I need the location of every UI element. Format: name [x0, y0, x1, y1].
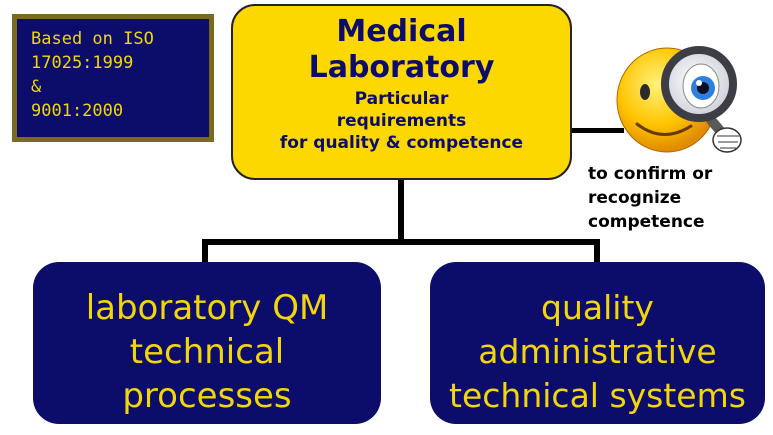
connector-horizontal: [202, 239, 600, 245]
right-box-line-1: quality: [541, 288, 654, 327]
quality-systems-box: quality administrative technical systems: [430, 262, 765, 424]
main-subtitle: Particular requirements for quality & co…: [233, 88, 570, 154]
iso-line-4: 9001:2000: [31, 101, 124, 121]
main-title-line-1: Medical: [336, 14, 467, 49]
iso-line-3: &: [31, 77, 42, 97]
main-subtitle-line-3: for quality & competence: [279, 133, 524, 153]
caption-line-2: recognize: [588, 188, 682, 208]
main-subtitle-line-1: Particular: [354, 89, 449, 109]
magnifying-smiley-icon: [616, 46, 742, 153]
main-subtitle-line-2: requirements: [336, 111, 467, 131]
connector-left-down: [202, 239, 208, 264]
competence-caption: to confirm or recognize competence: [588, 162, 768, 234]
left-box-line-3: processes: [122, 376, 292, 416]
left-box-line-2: technical: [129, 332, 285, 372]
main-title-line-2: Laboratory: [308, 50, 495, 85]
iso-line-2: 17025:1999: [31, 53, 134, 73]
connector-main-to-icon: [572, 128, 624, 133]
medical-laboratory-box: Medical Laboratory Particular requiremen…: [231, 4, 572, 180]
iso-standard-box: Based on ISO 17025:1999 & 9001:2000: [12, 14, 214, 142]
main-title: Medical Laboratory: [233, 14, 570, 86]
connector-main-down: [398, 180, 404, 242]
right-box-line-3: technical systems: [449, 376, 746, 415]
iso-line-1: Based on ISO: [31, 29, 154, 49]
caption-line-1: to confirm or: [588, 164, 713, 184]
left-box-line-1: laboratory QM: [85, 288, 329, 328]
laboratory-qm-box: laboratory QM technical processes: [33, 262, 381, 424]
right-box-line-2: administrative: [478, 332, 717, 371]
caption-line-3: competence: [588, 212, 705, 232]
connector-right-down: [594, 239, 600, 264]
